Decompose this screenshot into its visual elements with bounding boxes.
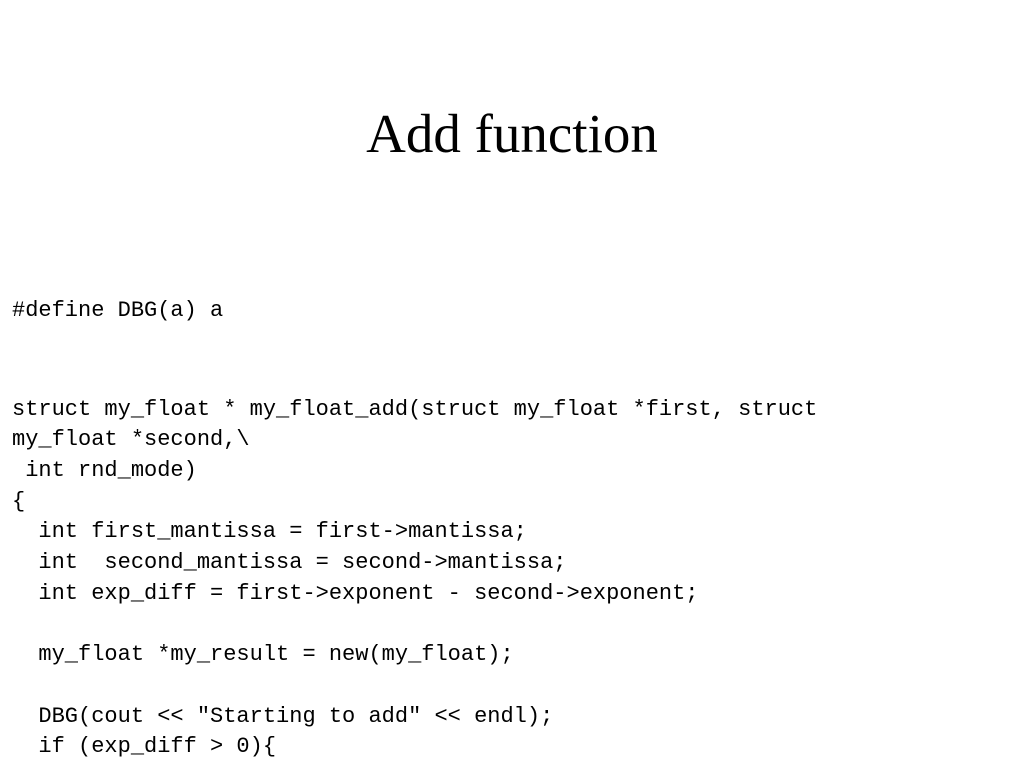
code-line-first-mantissa: int first_mantissa = first->mantissa; — [12, 519, 527, 544]
code-line-dbg: DBG(cout << "Starting to add" << endl); — [12, 704, 554, 729]
code-line-my-result: my_float *my_result = new(my_float); — [12, 642, 514, 667]
code-line-signature: struct my_float * my_float_add(struct my… — [12, 397, 818, 422]
code-line-exp-diff: int exp_diff = first->exponent - second-… — [12, 581, 699, 606]
code-line-signature-end: int rnd_mode) — [12, 458, 197, 483]
code-line-second-mantissa: int second_mantissa = second->mantissa; — [12, 550, 567, 575]
code-line-if: if (exp_diff > 0){ — [12, 734, 277, 759]
code-line-define: #define DBG(a) a — [12, 298, 224, 323]
code-line-signature-cont: my_float *second,\ — [12, 427, 250, 452]
slide-title: Add function — [366, 103, 658, 164]
code-line-open-brace: { — [12, 489, 26, 514]
code-block: #define DBG(a) a struct my_float * my_fl… — [12, 0, 1022, 759]
